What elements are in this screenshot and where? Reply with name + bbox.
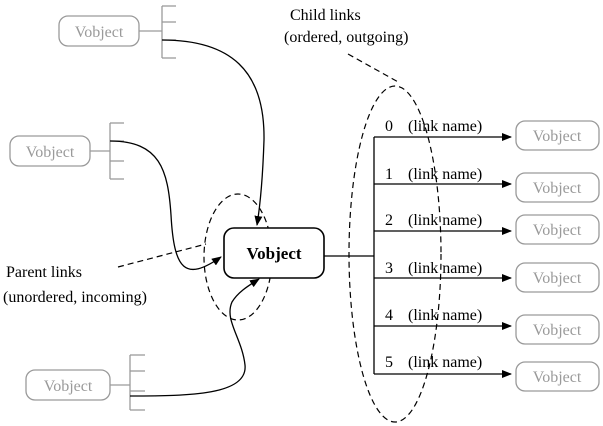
child-node-3: Vobject [515, 262, 600, 293]
child-link-3-name: (link name) [408, 260, 482, 277]
child-link-1-name: (link name) [408, 166, 482, 183]
parent-links-subtitle: (unordered, incoming) [3, 289, 147, 306]
child-link-5-index: 5 [385, 354, 393, 371]
child-link-5-name: (link name) [408, 354, 482, 371]
parent-links-leader [117, 243, 207, 268]
child-link-0-name: (link name) [408, 118, 482, 135]
parent-node-3: Vobject [25, 369, 111, 401]
child-link-2-index: 2 [385, 212, 393, 229]
child-link-5: 5 (link name) [374, 354, 512, 378]
child-link-4-index: 4 [385, 307, 393, 324]
parent-link-curve-3 [129, 278, 260, 397]
parent-node-1: Vobject [58, 15, 140, 47]
child-link-2: 2 (link name) [374, 212, 512, 235]
child-link-3-index: 3 [385, 260, 393, 277]
child-node-2-label: Vobject [533, 222, 582, 239]
child-node-1-label: Vobject [533, 180, 582, 197]
parent-node-1-label: Vobject [75, 24, 124, 41]
parent-links-title: Parent links [6, 264, 82, 281]
child-link-3: 3 (link name) [374, 260, 512, 282]
parent-node-2: Vobject [9, 135, 91, 167]
child-node-1: Vobject [515, 172, 600, 203]
child-link-0-index: 0 [385, 118, 393, 135]
child-link-1-index: 1 [385, 166, 393, 183]
parent-node-2-label: Vobject [26, 144, 75, 161]
child-node-4-label: Vobject [533, 322, 582, 339]
center-vobject-node: Vobject [223, 227, 325, 279]
child-node-5: Vobject [515, 361, 600, 392]
child-node-0: Vobject [515, 120, 600, 151]
child-links-dashed-ellipse [348, 85, 442, 423]
parent-node-2-connector [90, 122, 124, 180]
parent-node-3-connector [110, 354, 145, 411]
child-node-3-label: Vobject [533, 270, 582, 287]
child-link-4: 4 (link name) [374, 307, 512, 330]
child-node-5-label: Vobject [533, 369, 582, 386]
child-links-subtitle: (ordered, outgoing) [284, 29, 408, 46]
child-node-2: Vobject [515, 214, 600, 245]
child-node-0-label: Vobject [533, 128, 582, 145]
child-link-4-name: (link name) [408, 307, 482, 324]
parent-link-curve-2 [109, 140, 222, 270]
child-links-title: Child links [290, 7, 361, 24]
child-link-2-name: (link name) [408, 212, 482, 229]
center-vobject-label: Vobject [246, 244, 301, 263]
parent-link-curve-1 [161, 39, 265, 226]
child-links-leader [347, 53, 401, 84]
parent-node-3-label: Vobject [44, 378, 93, 395]
child-link-0: 0 (link name) [374, 118, 512, 141]
child-link-1: 1 (link name) [374, 166, 512, 188]
child-node-4: Vobject [515, 314, 600, 345]
parent-node-1-connector [139, 5, 176, 59]
